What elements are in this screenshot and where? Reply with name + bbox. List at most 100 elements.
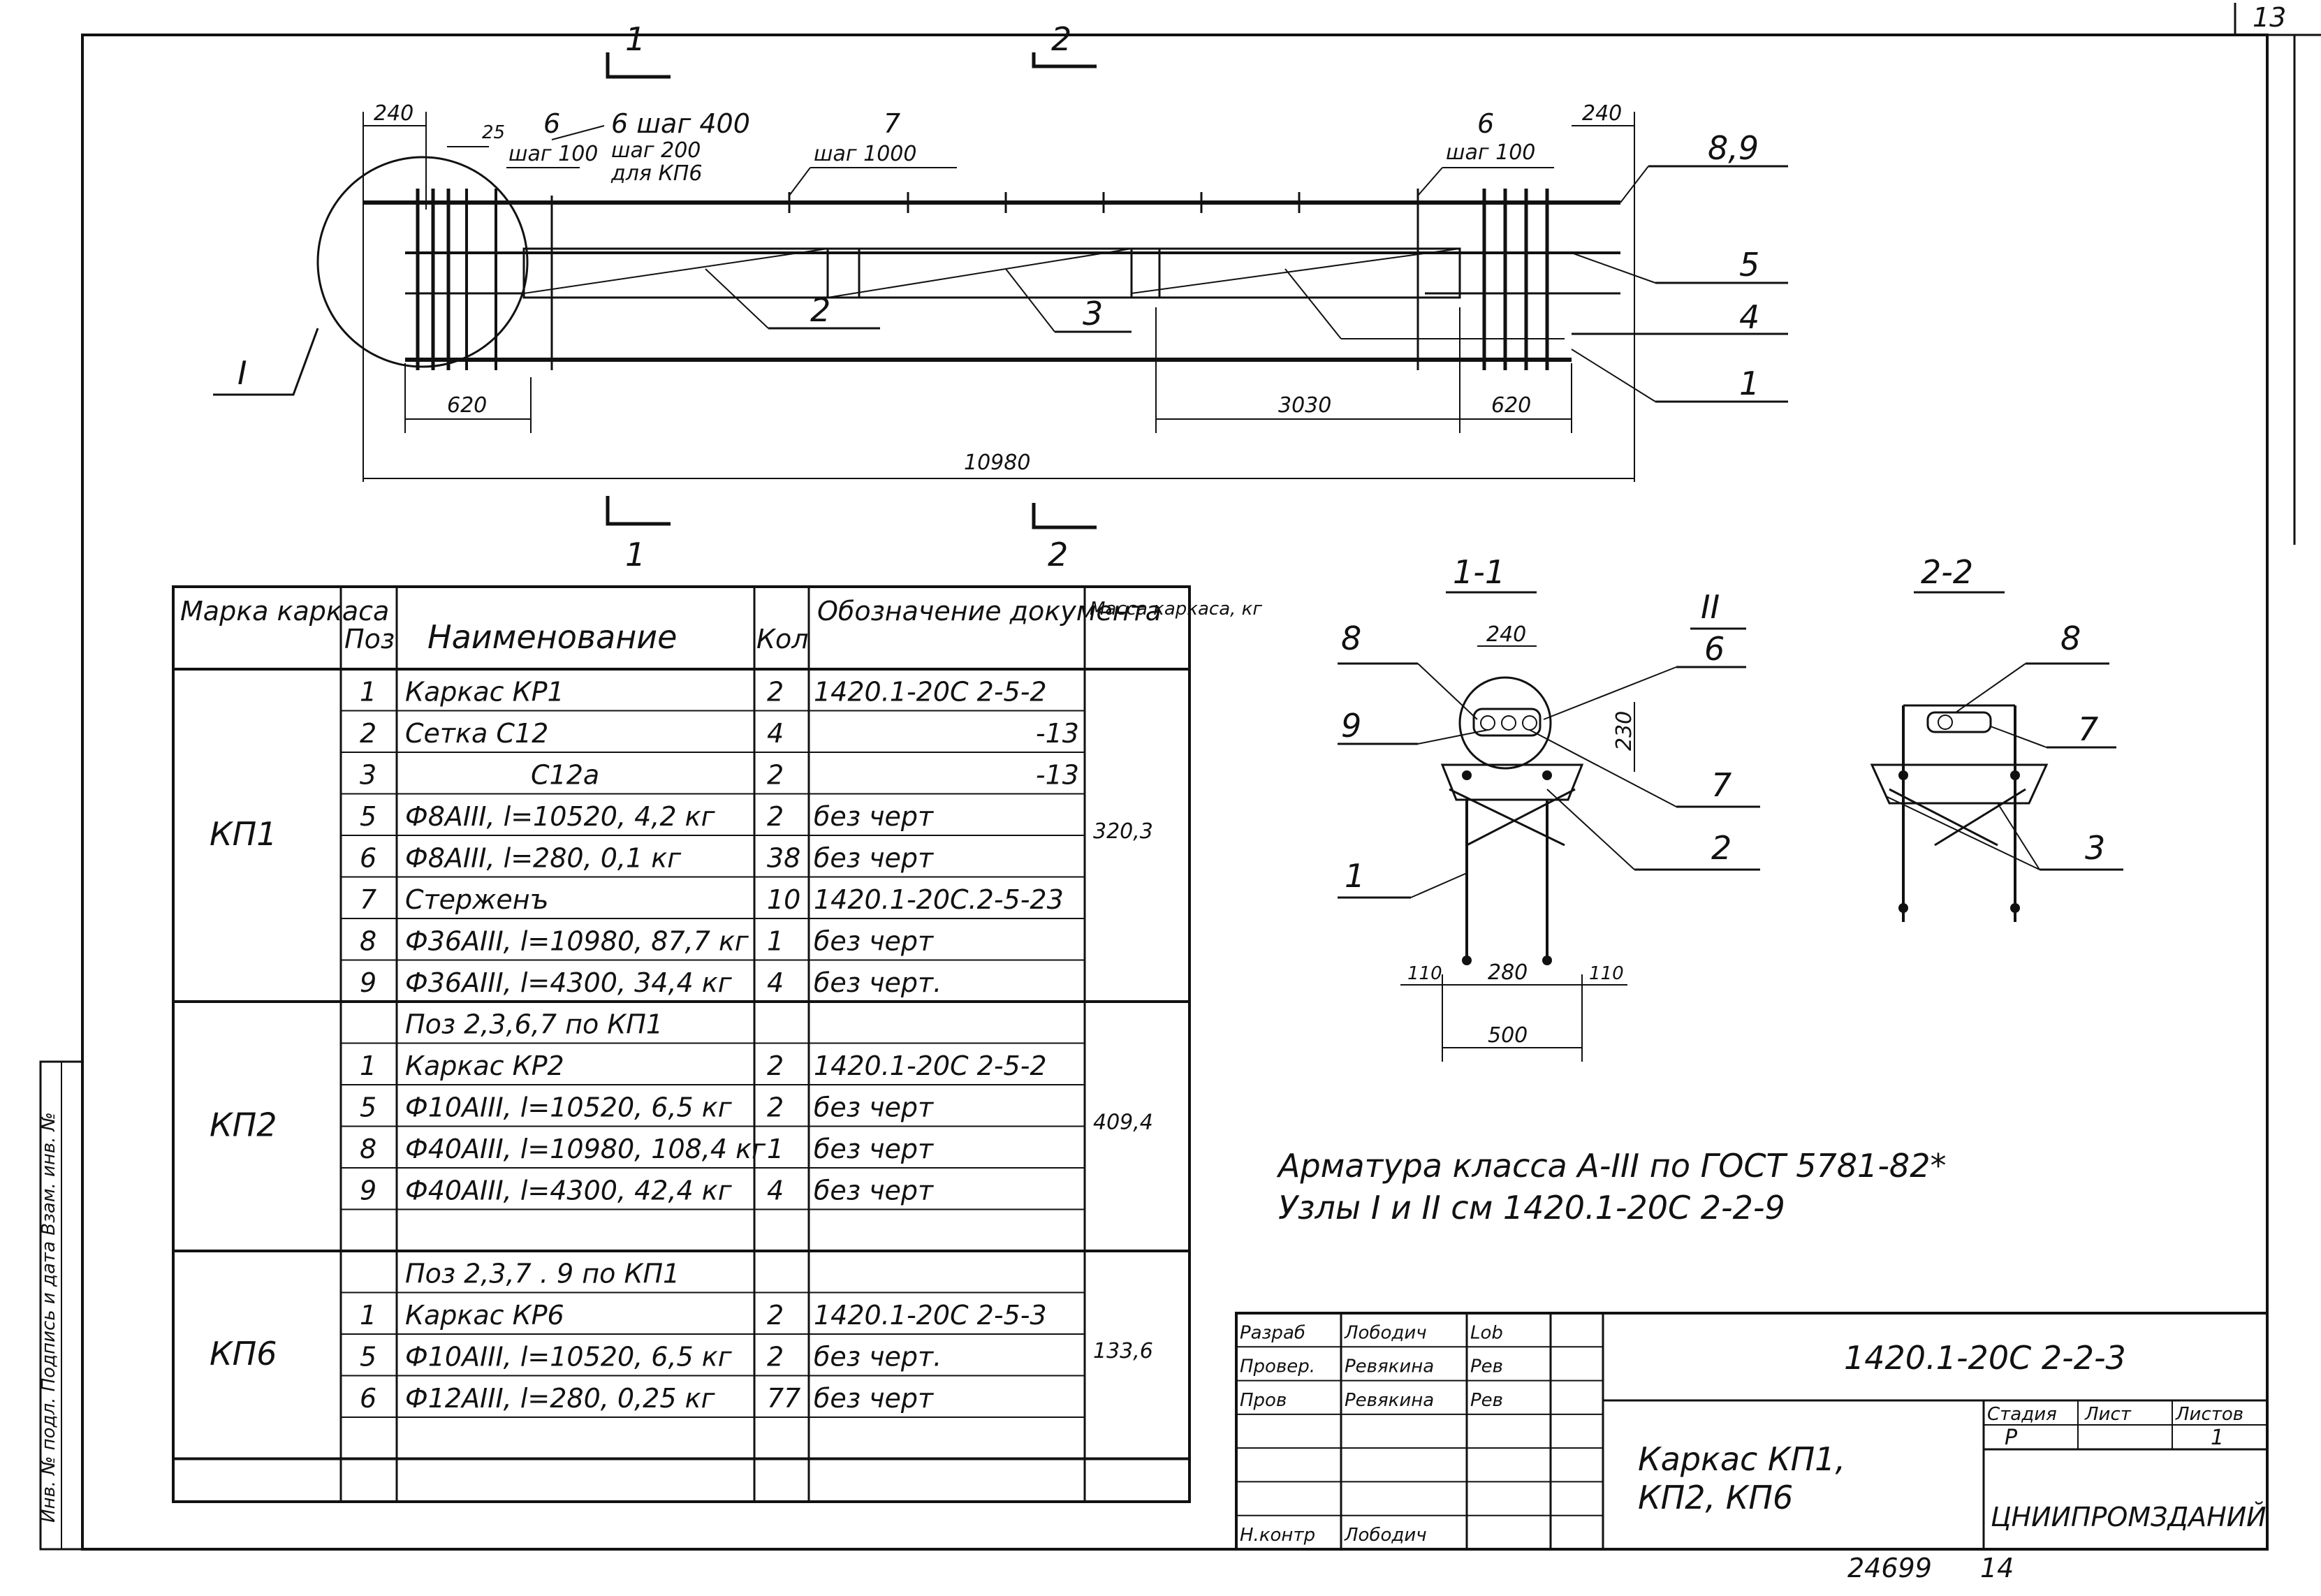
svg-text:1: 1: [1739, 365, 1759, 402]
spec-cell-qty: 2: [767, 760, 784, 791]
spec-cell-name: Поз 2,3,7 . 9 по КП1: [405, 1259, 680, 1289]
section-2-2: 2-2 8 7 3: [1870, 553, 2123, 922]
callout-6-left: 6 шаг 100: [506, 108, 598, 168]
spec-cell-doc: без черт.: [814, 967, 942, 998]
spec-cell-name: Ф36АIII, l=4300, 34,4 кг: [405, 967, 733, 998]
svg-text:1: 1: [625, 536, 645, 573]
cut-mark-2-top: [1032, 52, 1097, 68]
spec-cell-name: Сетка С12: [405, 718, 548, 749]
section-2-2-title: 2-2: [1921, 553, 1973, 591]
svg-text:для КП6: для КП6: [610, 161, 702, 186]
spec-cell-name: Поз 2,3,6,7 по КП1: [405, 1009, 663, 1040]
svg-text:2: 2: [1048, 536, 1068, 573]
spec-header-mass: Масса каркаса, кг: [1090, 599, 1262, 620]
dim-end-left: 240: [374, 101, 413, 126]
spec-cell-pos: 1: [360, 1300, 376, 1331]
spec-cell-pos: 2: [360, 718, 376, 749]
spec-cell-qty: 77: [767, 1383, 800, 1414]
svg-text:шаг 1000: шаг 1000: [814, 142, 916, 166]
spec-cell-pos: 8: [360, 1134, 376, 1164]
spec-cell-name: Ф8АIII, l=10520, 4,2 кг: [405, 801, 716, 832]
svg-text:7: 7: [2078, 710, 2098, 748]
leader-8-9: 8,9: [1620, 129, 1788, 203]
spec-cell-pos: 6: [360, 1383, 376, 1414]
sheet-header: Лист: [2084, 1404, 2132, 1425]
svg-text:500: 500: [1488, 1023, 1528, 1048]
spec-cell-doc: без черт: [814, 843, 935, 874]
node-I-label: I: [237, 354, 247, 392]
spec-cell-doc: без черт: [814, 801, 935, 832]
elevation-view: I 240 25 240 620 3030 620 10980 1 1 2: [213, 20, 1788, 573]
sheet-title-line-1: Каркас КП1,: [1638, 1440, 1845, 1478]
leader-1: 1: [1571, 349, 1788, 403]
spec-cell-name: С12а: [531, 760, 599, 791]
tb-name: Ревякина: [1345, 1390, 1434, 1411]
leader-4: 4: [1572, 298, 1788, 336]
organization: ЦНИИПРОМЗДАНИЙ: [1991, 1502, 2267, 1532]
tb-role: Провер.: [1240, 1356, 1315, 1377]
spec-cell-pos: 9: [360, 967, 376, 998]
section-1-1: 1-1 240 230 110 280 110 500 8 9: [1338, 553, 1760, 1062]
spec-cell-doc: 1420.1-20С 2-5-3: [814, 1300, 1047, 1331]
spec-cell-mark: КП2: [210, 1106, 277, 1144]
svg-text:9: 9: [1341, 707, 1361, 745]
spec-header-name: Наименование: [427, 618, 677, 656]
spec-header-qty: Кол: [756, 624, 809, 654]
svg-text:280: 280: [1488, 960, 1528, 985]
spec-cell-doc: без черт: [814, 1092, 935, 1123]
spec-cell-doc: без черт: [814, 1134, 935, 1164]
spec-cell-qty: 2: [767, 1092, 784, 1123]
tb-signature: Lob: [1470, 1322, 1503, 1343]
spec-cell-mass: 320,3: [1093, 819, 1153, 844]
spec-cell-mark: КП6: [210, 1335, 277, 1372]
spec-cell-qty: 4: [767, 1176, 784, 1206]
spec-cell-doc: без черт.: [814, 1342, 942, 1372]
sheets-header: Листов: [2175, 1404, 2243, 1425]
svg-text:8: 8: [2060, 620, 2081, 657]
callout-7: 7 шаг 1000: [789, 108, 957, 196]
tb-role: Н.контр: [1240, 1525, 1315, 1546]
leader-3: 3: [1005, 268, 1565, 339]
spec-cell-name: Каркас КР2: [405, 1050, 564, 1081]
svg-text:7: 7: [1711, 766, 1731, 804]
spec-cell-name: Ф40АIII, l=4300, 42,4 кг: [405, 1176, 733, 1206]
spec-cell-pos: 5: [360, 801, 376, 832]
dim-zone-right: 620: [1491, 393, 1531, 418]
sheet-frame: [81, 34, 2269, 1551]
spec-cell-name: Ф36АIII, l=10980, 87,7 кг: [405, 926, 749, 957]
spec-cell-qty: 2: [767, 677, 784, 708]
svg-text:8,9: 8,9: [1708, 129, 1759, 167]
svg-text:2: 2: [810, 291, 830, 329]
svg-text:230: 230: [1612, 711, 1637, 751]
spec-cell-pos: 1: [360, 1050, 376, 1081]
tb-role: Разраб: [1240, 1322, 1305, 1343]
spec-cell-qty: 2: [767, 801, 784, 832]
spec-cell-name: Стерженъ: [405, 884, 548, 915]
spec-cell-mark: КП1: [210, 815, 277, 853]
stage-value: Р: [2005, 1426, 2018, 1450]
note-line-1: Арматура класса А-III по ГОСТ 5781-82*: [1276, 1147, 1946, 1185]
dim-overall: 10980: [964, 451, 1030, 475]
svg-text:5: 5: [1739, 246, 1759, 284]
spec-cell-mass: 133,6: [1093, 1339, 1153, 1363]
spec-cell-doc: без черт: [814, 1383, 935, 1414]
dim-offset-25: 25: [482, 122, 505, 143]
cut-mark-1-top: [606, 52, 671, 79]
svg-text:6 шаг 400: 6 шаг 400: [611, 108, 750, 139]
spec-cell-doc: 1420.1-20С 2-5-2: [814, 677, 1047, 708]
spec-cell-doc: без черт: [814, 1176, 935, 1206]
svg-text:7: 7: [884, 108, 900, 139]
spec-cell-qty: 10: [767, 884, 800, 915]
spec-cell-qty: 1: [767, 1134, 784, 1164]
spec-cell-pos: 8: [360, 926, 376, 957]
side-stamp-text: Инв. № подл. Подпись и дата Взам. инв. №: [38, 1112, 59, 1523]
spec-cell-qty: 2: [767, 1300, 784, 1331]
dim-end-right: 240: [1582, 101, 1622, 126]
svg-text:шаг 100: шаг 100: [508, 142, 598, 166]
section-1-1-title: 1-1: [1453, 553, 1505, 591]
spec-cell-qty: 4: [767, 967, 784, 998]
spec-cell-name: Ф10АIII, l=10520, 6,5 кг: [405, 1092, 733, 1123]
tb-name: Ревякина: [1345, 1356, 1434, 1377]
